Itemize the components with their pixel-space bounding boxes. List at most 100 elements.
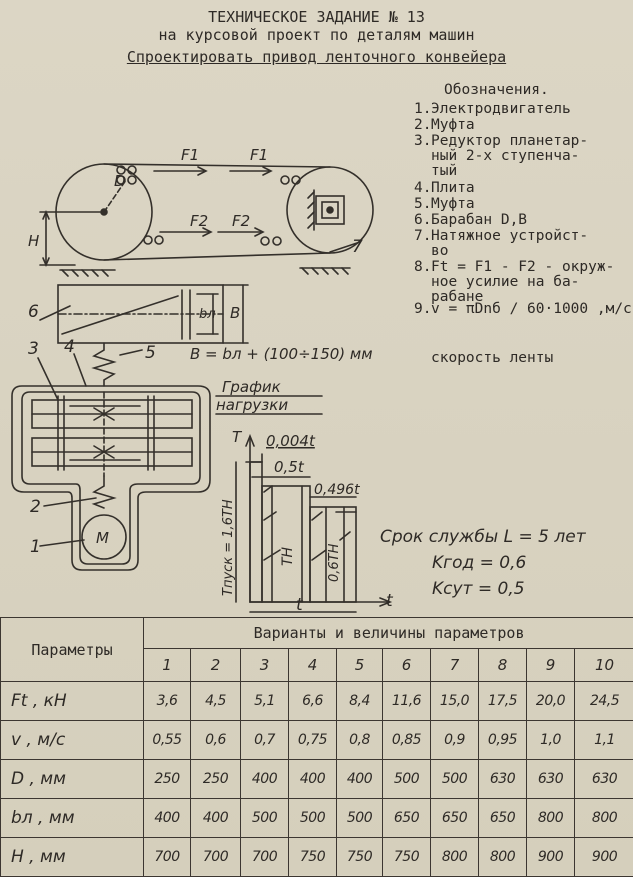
motor-symbol: M — [96, 529, 109, 547]
table-cell: 0,8 — [337, 721, 383, 760]
label-06th: 0,6TH — [327, 543, 342, 582]
drum-width-formula: B = bл + (100÷150) мм — [190, 345, 373, 363]
label-4: 4 — [64, 337, 75, 357]
table-cell: 400 — [241, 760, 289, 799]
table-cell: 500 — [383, 760, 431, 799]
table-cell: 800 — [431, 838, 479, 877]
table-cell: 20,0 — [527, 682, 575, 721]
table-cell: 500 — [241, 799, 289, 838]
table-cell: 800 — [575, 799, 633, 838]
label-f1: F1 — [181, 146, 199, 164]
label-f2: F2 — [190, 212, 208, 230]
table-cell: 750 — [289, 838, 337, 877]
row-label: bл , мм — [1, 799, 144, 838]
label-7: 7 — [352, 237, 363, 257]
label-h: H — [28, 232, 39, 250]
label-f1b: F1 — [250, 146, 268, 164]
table-cell: 400 — [337, 760, 383, 799]
table-cell: 3,6 — [144, 682, 191, 721]
table-cell: 4,5 — [191, 682, 241, 721]
variant-number: 10 — [575, 649, 633, 682]
table-cell: 400 — [144, 799, 191, 838]
label-d: D — [114, 172, 126, 190]
graph-axis-t: T — [232, 428, 243, 446]
label-2: 2 — [30, 497, 41, 517]
table-cell: 630 — [479, 760, 527, 799]
table-cell: 250 — [144, 760, 191, 799]
table-cell: 500 — [431, 760, 479, 799]
variants-header: Варианты и величины параметров — [144, 618, 633, 649]
table-cell: 400 — [289, 760, 337, 799]
label-bl: bл — [199, 307, 216, 322]
graph-title-2: нагрузки — [216, 396, 288, 414]
table-cell: 0,55 — [144, 721, 191, 760]
label-0496t: 0,496t — [314, 482, 360, 498]
table-cell: 8,4 — [337, 682, 383, 721]
table-cell: 650 — [479, 799, 527, 838]
label-tpusk: Tпуск = 1,6TH — [221, 499, 236, 596]
table-cell: 900 — [527, 838, 575, 877]
label-th: TH — [280, 546, 296, 566]
service-life: Срок службы L = 5 лет — [380, 527, 587, 547]
label-3: 3 — [28, 339, 39, 359]
table-cell: 5,1 — [241, 682, 289, 721]
variant-number: 5 — [337, 649, 383, 682]
label-1: 1 — [30, 537, 41, 557]
table-cell: 700 — [191, 838, 241, 877]
k-sut: Kсут = 0,5 — [432, 579, 525, 599]
table-cell: 650 — [383, 799, 431, 838]
table-cell: 900 — [575, 838, 633, 877]
table-cell: 0,75 — [289, 721, 337, 760]
variant-number: 8 — [479, 649, 527, 682]
table-cell: 11,6 — [383, 682, 431, 721]
table-cell: 0,9 — [431, 721, 479, 760]
table-cell: 750 — [383, 838, 431, 877]
label-05t: 0,5t — [274, 458, 305, 476]
table-cell: 700 — [144, 838, 191, 877]
table-cell: 630 — [527, 760, 575, 799]
table-cell: 0,7 — [241, 721, 289, 760]
table-cell: 0,95 — [479, 721, 527, 760]
table-cell: 24,5 — [575, 682, 633, 721]
variant-number: 7 — [431, 649, 479, 682]
label-6: 6 — [28, 302, 39, 322]
table-cell: 15,0 — [431, 682, 479, 721]
label-f2b: F2 — [232, 212, 250, 230]
row-label: v , м/с — [1, 721, 144, 760]
variant-number: 4 — [289, 649, 337, 682]
row-label: H , мм — [1, 838, 144, 877]
table-cell: 500 — [289, 799, 337, 838]
row-label: Ft , кН — [1, 682, 144, 721]
table-cell: 800 — [479, 838, 527, 877]
table-cell: 6,6 — [289, 682, 337, 721]
k-god: Kгод = 0,6 — [432, 553, 527, 573]
param-header: Параметры — [1, 618, 144, 682]
label-5: 5 — [145, 343, 156, 363]
variant-number: 3 — [241, 649, 289, 682]
graph-title-1: График — [222, 378, 281, 396]
variant-number: 9 — [527, 649, 575, 682]
table-cell: 800 — [527, 799, 575, 838]
row-label: D , мм — [1, 760, 144, 799]
table-cell: 400 — [191, 799, 241, 838]
variant-number: 1 — [144, 649, 191, 682]
table-cell: 750 — [337, 838, 383, 877]
table-cell: 700 — [241, 838, 289, 877]
graph-axis-x: t — [386, 591, 394, 611]
table-cell: 0,85 — [383, 721, 431, 760]
table-cell: 17,5 — [479, 682, 527, 721]
label-b: B — [230, 304, 240, 322]
table-cell: 1,1 — [575, 721, 633, 760]
variant-number: 2 — [191, 649, 241, 682]
label-0004t: 0,004t — [266, 432, 316, 450]
table-cell: 0,6 — [191, 721, 241, 760]
table-cell: 630 — [575, 760, 633, 799]
